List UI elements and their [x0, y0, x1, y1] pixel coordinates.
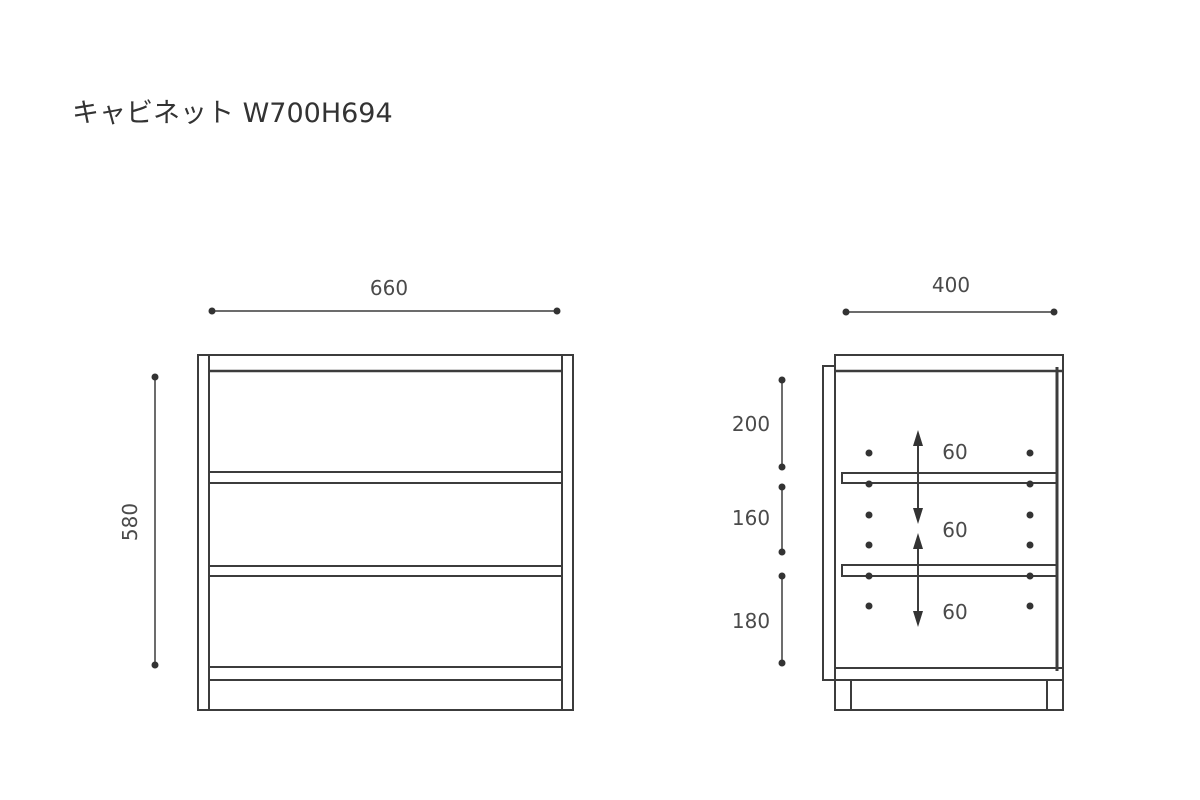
- section-label-2: 160: [732, 506, 770, 530]
- adjust-label-2: 60: [942, 518, 967, 542]
- side-shelf-2: [841, 564, 1058, 577]
- height-dimension: 580: [118, 373, 159, 669]
- side-view: 60 60 60 400 200 160 180: [732, 273, 1064, 711]
- section-dimension-1: 200: [732, 376, 786, 471]
- adjust-label-3: 60: [942, 600, 967, 624]
- section-label-3: 180: [732, 609, 770, 633]
- width-dimension: 660: [208, 276, 561, 315]
- side-outer-frame: [834, 354, 1064, 711]
- width-label: 660: [370, 276, 408, 300]
- side-shelf-1: [841, 472, 1058, 484]
- front-view: 660 580: [118, 276, 574, 711]
- drawing-title: キャビネット W700H694: [72, 98, 393, 129]
- shelf-pin-holes: [865, 449, 1034, 610]
- depth-label: 400: [932, 273, 970, 297]
- height-label: 580: [118, 503, 142, 541]
- section-dimension-2: 160: [732, 483, 786, 556]
- side-door-panel: [822, 365, 835, 681]
- section-dimension-3: 180: [732, 572, 786, 667]
- adjust-arrow-1: [913, 430, 923, 524]
- adjust-label-1: 60: [942, 440, 967, 464]
- depth-dimension: 400: [842, 273, 1058, 316]
- front-outer-frame: [197, 354, 574, 711]
- adjust-arrow-2: [913, 533, 923, 627]
- section-label-1: 200: [732, 412, 770, 436]
